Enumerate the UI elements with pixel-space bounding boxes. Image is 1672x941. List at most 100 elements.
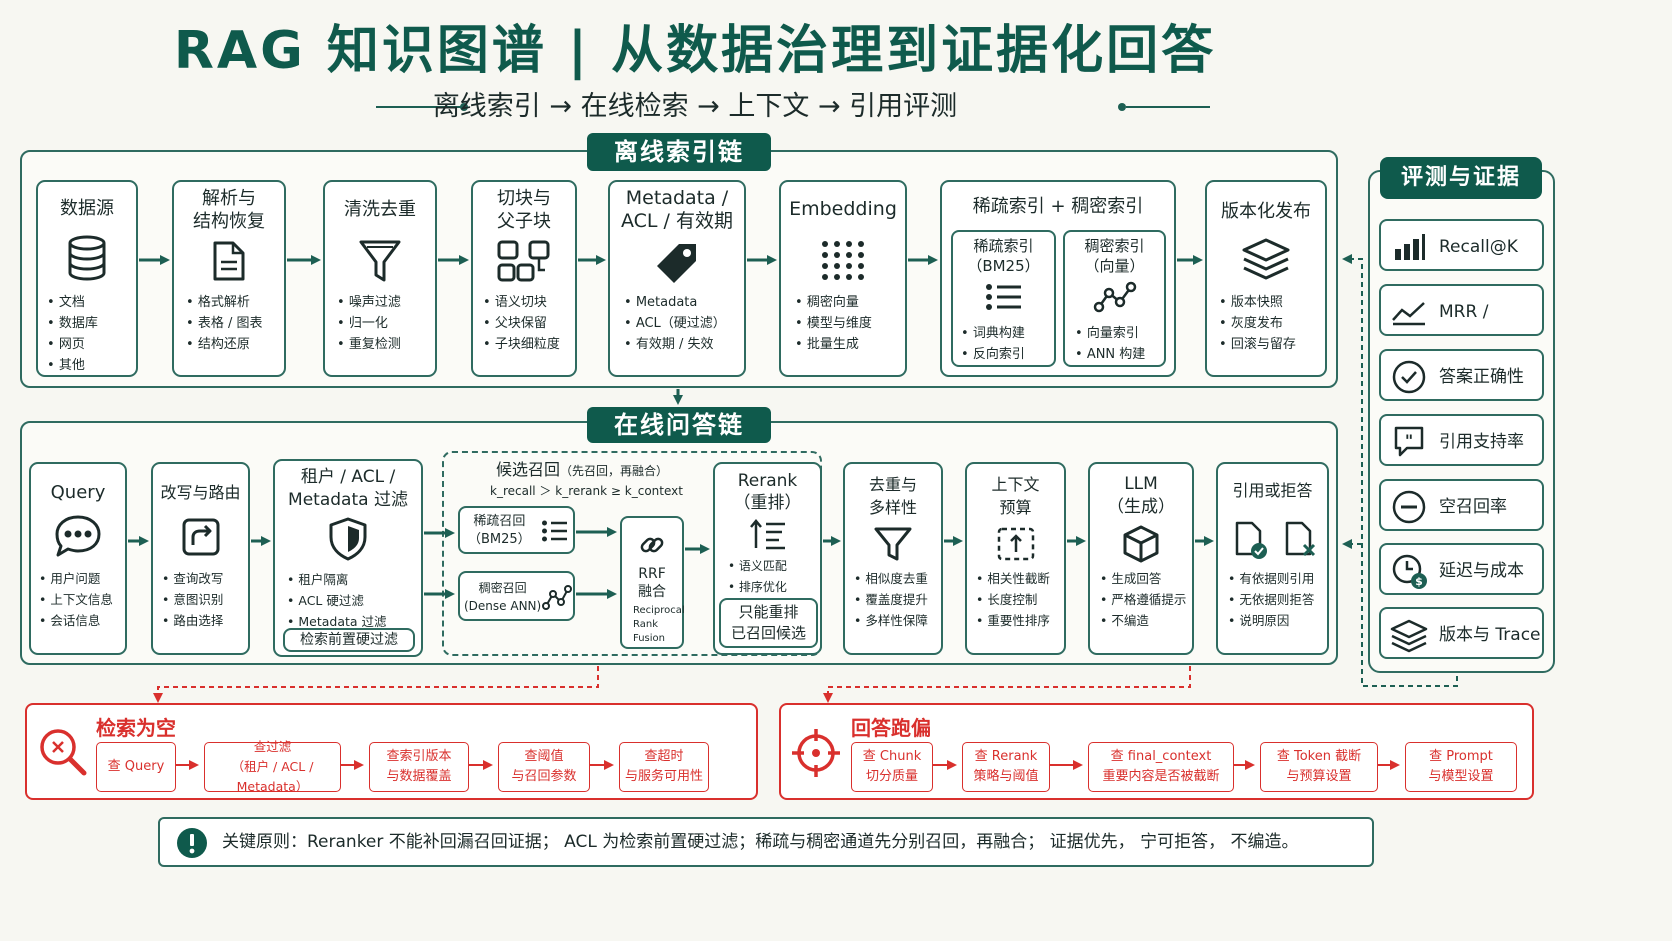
card-items: 格式解析表格 / 图表结构还原 — [186, 292, 263, 355]
card-title: 去重与 多样性 — [868, 475, 917, 517]
bar-chart-icon — [1395, 234, 1425, 260]
check-threshold-step: 查阈值 与召回参数 — [498, 742, 590, 792]
card-items: 查询改写意图识别路由选择 — [162, 568, 223, 631]
dense-recall-label: 稠密召回 (Dense ANN) — [464, 581, 542, 613]
shield-icon — [329, 517, 367, 561]
sparse-index-title: 稀疏索引 （BM25） — [967, 237, 1040, 275]
sparse-index-items: 词典构建反向索引 — [961, 323, 1025, 365]
check-token-truncation-step: 查 Token 截断 与预算设置 — [1260, 742, 1378, 792]
card-title: 数据源 — [60, 198, 114, 219]
list-icon — [985, 284, 1021, 310]
subtitle-line-right — [1126, 106, 1210, 108]
check-timeout-step: 查超时 与服务可用性 — [619, 742, 709, 792]
card-items: 版本快照灰度发布回滚与留存 — [1219, 292, 1296, 355]
card-items: 文档数据库网页其他 — [47, 292, 98, 376]
card-title: 稀疏索引 + 稠密索引 — [972, 196, 1144, 217]
card-title: Rerank （重排） — [733, 471, 802, 513]
card-tenant-acl-filter: 租户 / ACL / Metadata 过滤 租户隔离ACL 硬过滤Metada… — [273, 459, 423, 657]
subtitle-line-left — [376, 106, 464, 108]
card-parse-restore: 解析与 结构恢复 格式解析表格 / 图表结构还原 — [172, 180, 286, 377]
expand-frame-icon — [997, 527, 1034, 561]
eval-item-citation-support: " 引用支持率 — [1379, 414, 1544, 466]
card-cite-or-refuse: 引用或拒答 有依据则引用无依据则拒答说明原因 — [1216, 462, 1329, 655]
pre-retrieval-filter-note: 检索前置硬过滤 — [283, 628, 415, 652]
rrf-title: RRF 融合 — [638, 566, 666, 600]
dense-index-title: 稠密索引 （向量） — [1084, 237, 1145, 275]
evaluation-label: 评测与证据 — [1380, 157, 1542, 199]
svg-text:$: $ — [1415, 575, 1423, 588]
alert-icon — [177, 828, 207, 858]
page-title: RAG 知识图谱 | 从数据治理到证据化回答 — [173, 21, 1217, 81]
card-items: 语义切块父块保留子块细粒度 — [483, 292, 560, 355]
card-title: 版本化发布 — [1221, 201, 1311, 222]
eval-item-answer-correctness: 答案正确性 — [1379, 349, 1544, 401]
check-query-step: 查 Query — [96, 742, 176, 792]
card-query: Query 用户问题上下文信息会话信息 — [29, 462, 127, 655]
key-principle-bar: 关键原则：Reranker 不能补回漏召回证据； ACL 为检索前置硬过滤；稀疏… — [158, 817, 1374, 867]
card-rewrite-route: 改写与路由 查询改写意图识别路由选择 — [151, 462, 250, 655]
search-x-icon — [40, 729, 87, 776]
dot-grid-icon — [822, 241, 864, 280]
offline-index-label: 离线索引链 — [587, 133, 771, 171]
svg-text:": " — [1405, 431, 1413, 450]
link-icon — [640, 537, 664, 553]
card-items: 有依据则引用无依据则拒答说明原因 — [1228, 568, 1314, 631]
recall-k-formula: k_recall ＞ k_rerank ≥ k_context — [490, 484, 683, 498]
card-items: 语义匹配排序优化 — [728, 556, 787, 598]
funnel-icon — [359, 240, 401, 282]
card-items: 相似度去重覆盖度提升多样性保障 — [854, 568, 928, 631]
card-title: 租户 / ACL / Metadata 过滤 — [288, 467, 408, 510]
card-title: LLM （生成） — [1107, 474, 1175, 517]
card-items: MetadataACL（硬过滤）有效期 / 失效 — [624, 292, 726, 355]
line-chart-icon — [1392, 302, 1425, 326]
document-check-icon — [1235, 521, 1267, 559]
card-title: Embedding — [789, 198, 897, 220]
document-icon — [213, 241, 245, 281]
route-icon — [182, 518, 219, 556]
online-qa-label: 在线问答链 — [587, 407, 771, 443]
check-final-context-step: 查 final_context 重要内容是否被截断 — [1088, 742, 1234, 792]
card-chunking: 切块与 父子块 语义切块父块保留子块细粒度 — [471, 180, 577, 377]
database-icon — [68, 235, 106, 281]
card-items: 噪声过滤归一化重复检测 — [337, 292, 401, 355]
chat-bubble-icon — [55, 515, 101, 557]
clock-dollar-icon: $ — [1392, 554, 1427, 589]
sparse-recall-box: 稀疏召回 （BM25） — [458, 506, 575, 554]
document-x-icon — [1285, 521, 1316, 557]
card-title: 切块与 父子块 — [497, 188, 551, 232]
subtitle-dot-left — [460, 103, 468, 111]
check-index-version-step: 查索引版本 与数据覆盖 — [369, 742, 469, 792]
eval-item-version-trace: 版本与 Trace — [1379, 607, 1544, 659]
check-circle-icon — [1392, 360, 1426, 394]
card-items: 稠密向量模型与维度批量生成 — [795, 292, 872, 355]
sort-icon — [749, 519, 785, 550]
dense-recall-box: 稠密召回 (Dense ANN) — [458, 571, 575, 621]
answer-drift-panel: 回答跑偏 查 Chunk 切分质量 查 Rerank 策略与阈值 查 final… — [779, 703, 1534, 800]
eval-item-latency-cost: $ 延迟与成本 — [1379, 543, 1544, 595]
check-rerank-step: 查 Rerank 策略与阈值 — [962, 742, 1050, 792]
vector-graph-icon — [542, 585, 572, 610]
key-principle-text: 关键原则：Reranker 不能补回漏召回证据； ACL 为检索前置硬过滤；稀疏… — [222, 832, 1299, 852]
eval-item-empty-recall-rate: 空召回率 — [1379, 479, 1544, 531]
check-chunk-step: 查 Chunk 切分质量 — [851, 742, 933, 792]
card-title: 解析与 结构恢复 — [193, 188, 265, 232]
target-crosshair-icon — [792, 729, 840, 777]
card-title: 清洗去重 — [344, 199, 416, 220]
funnel-filter-icon — [874, 527, 912, 561]
card-sparse-dense-index: 稀疏索引 + 稠密索引 稀疏索引 （BM25） 词典构建反向索引 稠密索引 （向… — [940, 180, 1176, 377]
card-items: 生成回答严格遵循提示不编造 — [1100, 568, 1186, 631]
card-versioned-release: 版本化发布 版本快照灰度发布回滚与留存 — [1205, 180, 1327, 377]
card-clean-dedup: 清洗去重 噪声过滤归一化重复检测 — [323, 180, 437, 377]
empty-retrieval-panel: 检索为空 查 Query 查过滤 （租户 / ACL / Metadata） 查… — [25, 703, 758, 800]
quote-bubble-icon: " — [1394, 426, 1424, 457]
layers-icon — [1242, 238, 1290, 280]
card-embedding: Embedding 稠密向量模型与维度批量生成 — [779, 180, 907, 377]
dense-index-items: 向量索引ANN 构建 — [1075, 323, 1145, 365]
card-title: 上下文 预算 — [991, 475, 1040, 517]
blocks-icon — [497, 240, 550, 282]
card-data-source: 数据源 文档数据库网页其他 — [36, 180, 138, 377]
card-title: 改写与路由 — [160, 483, 241, 502]
